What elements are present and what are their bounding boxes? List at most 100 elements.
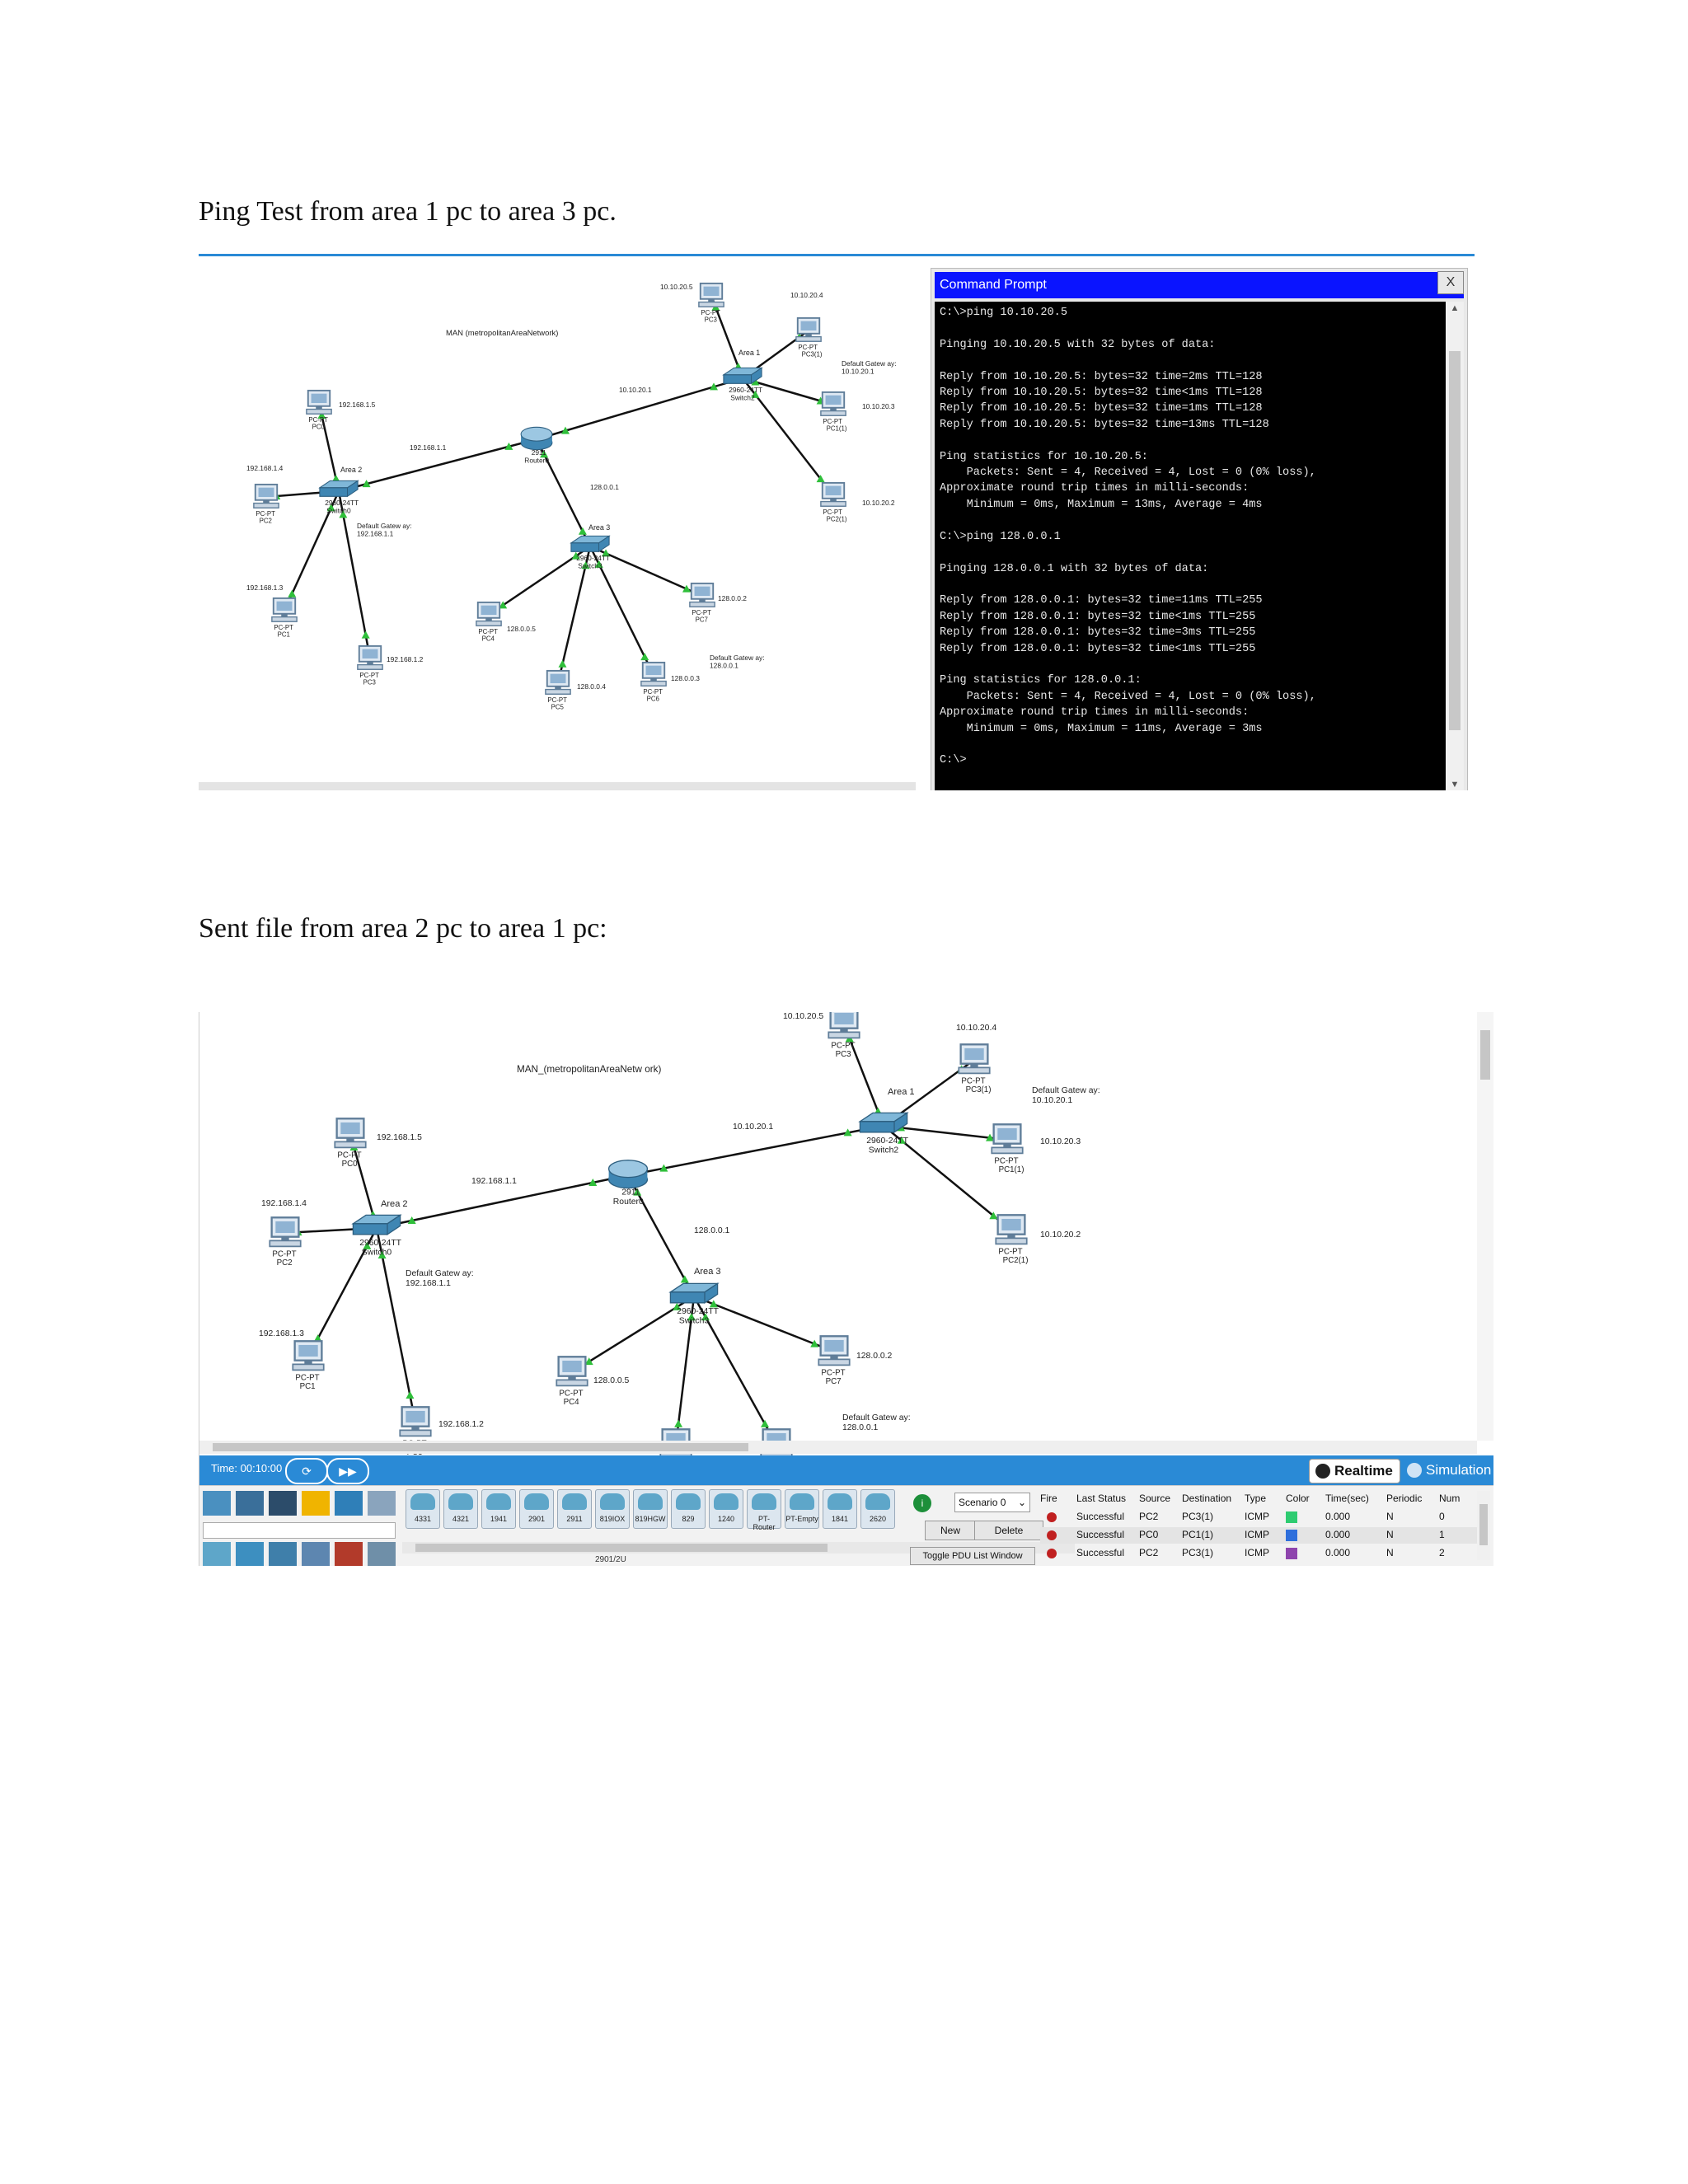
switch-icon[interactable] bbox=[570, 535, 611, 553]
toggle-pdu-list-button[interactable]: Toggle PDU List Window bbox=[910, 1547, 1035, 1565]
pdu-column-header[interactable]: Color bbox=[1286, 1493, 1310, 1504]
info-icon[interactable]: i bbox=[913, 1494, 931, 1512]
device-card[interactable]: 2620 bbox=[860, 1489, 895, 1529]
pc-icon[interactable] bbox=[271, 597, 298, 622]
wireless-icon[interactable] bbox=[302, 1542, 330, 1566]
link-cable bbox=[536, 377, 743, 441]
scrollbar-thumb[interactable] bbox=[415, 1544, 828, 1552]
pc-icon[interactable] bbox=[795, 316, 822, 342]
pc-icon[interactable] bbox=[828, 1012, 860, 1039]
router-icon[interactable] bbox=[203, 1542, 231, 1566]
power-cycle-button[interactable]: ⟳ bbox=[285, 1458, 328, 1484]
pdu-column-header[interactable]: Type bbox=[1245, 1493, 1267, 1504]
misc-icon[interactable] bbox=[335, 1491, 363, 1516]
pc-icon[interactable] bbox=[357, 644, 383, 670]
pc-icon[interactable] bbox=[991, 1123, 1024, 1155]
wan-emulation-icon[interactable] bbox=[368, 1542, 396, 1566]
device-list-scrollbar[interactable] bbox=[402, 1542, 1075, 1554]
router-icon[interactable] bbox=[520, 426, 553, 451]
hub-icon[interactable] bbox=[269, 1542, 297, 1566]
realtime-mode-button[interactable]: Realtime bbox=[1309, 1459, 1400, 1483]
device-search-field[interactable] bbox=[203, 1522, 396, 1539]
fire-icon[interactable] bbox=[1047, 1549, 1057, 1558]
pc-icon[interactable] bbox=[818, 1335, 851, 1366]
simulation-mode-button[interactable]: Simulation bbox=[1401, 1459, 1493, 1482]
end-devices-icon[interactable] bbox=[236, 1491, 264, 1516]
network-devices-icon[interactable] bbox=[203, 1491, 231, 1516]
command-prompt-titlebar[interactable]: Command Prompt bbox=[935, 272, 1464, 298]
chevron-up-icon[interactable]: ▲ bbox=[1450, 303, 1460, 313]
pc-icon[interactable] bbox=[269, 1216, 302, 1248]
pc-icon[interactable] bbox=[640, 661, 667, 687]
fire-icon[interactable] bbox=[1047, 1512, 1057, 1522]
device-card[interactable]: 819IOX bbox=[595, 1489, 630, 1529]
pdu-column-header[interactable]: Source bbox=[1139, 1493, 1171, 1504]
canvas-h-scrollbar[interactable] bbox=[199, 1441, 1477, 1454]
pdu-column-header[interactable]: Periodic bbox=[1386, 1493, 1423, 1504]
connections-icon[interactable] bbox=[302, 1491, 330, 1516]
device-card[interactable]: 2911 bbox=[557, 1489, 592, 1529]
console-scrollbar[interactable]: ▲ ▼ bbox=[1446, 302, 1464, 790]
chevron-down-icon[interactable]: ▼ bbox=[1450, 780, 1460, 790]
switch-icon[interactable] bbox=[858, 1112, 909, 1134]
pc-icon[interactable] bbox=[334, 1118, 367, 1149]
device-card[interactable]: 819HGW bbox=[633, 1489, 668, 1529]
pc-icon[interactable] bbox=[698, 282, 724, 307]
pdu-column-header[interactable]: Destination bbox=[1182, 1493, 1232, 1504]
pdu-table-scrollbar[interactable] bbox=[1477, 1491, 1490, 1560]
scenario-select[interactable]: Scenario 0⌄ bbox=[954, 1493, 1030, 1512]
pc-icon[interactable] bbox=[253, 483, 279, 509]
pdu-column-header[interactable]: Fire bbox=[1040, 1493, 1057, 1504]
switch-icon[interactable] bbox=[668, 1282, 720, 1305]
scrollbar-thumb[interactable] bbox=[1480, 1030, 1490, 1080]
switch-icon[interactable] bbox=[318, 480, 359, 498]
device-card[interactable]: 829 bbox=[671, 1489, 706, 1529]
router-icon[interactable] bbox=[607, 1160, 649, 1189]
pc-icon[interactable] bbox=[306, 389, 332, 415]
device-card[interactable]: 4331 bbox=[406, 1489, 440, 1529]
switch-icon[interactable] bbox=[722, 367, 763, 385]
device-card[interactable]: 4321 bbox=[443, 1489, 478, 1529]
canvas-scrollbar[interactable] bbox=[199, 782, 916, 790]
pc-icon[interactable] bbox=[820, 481, 846, 507]
pc-icon[interactable] bbox=[545, 669, 571, 695]
pc-icon[interactable] bbox=[556, 1356, 588, 1387]
device-card[interactable]: PT-Router bbox=[747, 1489, 781, 1531]
pc-icon[interactable] bbox=[820, 391, 846, 416]
pc-icon[interactable] bbox=[995, 1214, 1028, 1245]
multiuser-icon[interactable] bbox=[368, 1491, 396, 1516]
pc-icon[interactable] bbox=[689, 582, 715, 607]
command-prompt-console[interactable]: C:\>ping 10.10.20.5 Pinging 10.10.20.5 w… bbox=[935, 302, 1464, 790]
close-button[interactable]: X bbox=[1437, 271, 1464, 294]
switch-icon[interactable] bbox=[236, 1542, 264, 1566]
pc-icon[interactable] bbox=[476, 601, 502, 626]
device-card[interactable]: 2901 bbox=[519, 1489, 554, 1529]
canvas-v-scrollbar[interactable] bbox=[1477, 1012, 1493, 1441]
delete-scenario-button[interactable]: Delete bbox=[974, 1521, 1043, 1540]
device-card[interactable]: PT-Empty bbox=[785, 1489, 819, 1529]
pdu-column-header[interactable]: Last Status bbox=[1076, 1493, 1127, 1504]
pc-name-label: PC3 bbox=[705, 316, 718, 324]
pc-icon[interactable] bbox=[958, 1043, 991, 1075]
scrollbar-thumb[interactable] bbox=[1449, 351, 1461, 730]
pdu-column-header[interactable]: Time(sec) bbox=[1325, 1493, 1369, 1504]
security-icon[interactable] bbox=[335, 1542, 363, 1566]
device-card[interactable]: 1941 bbox=[481, 1489, 516, 1529]
fast-forward-button[interactable]: ▶▶ bbox=[326, 1458, 369, 1484]
device-card[interactable]: 1240 bbox=[709, 1489, 743, 1529]
pc-icon[interactable] bbox=[292, 1340, 325, 1371]
fire-icon[interactable] bbox=[1047, 1530, 1057, 1540]
switch-icon[interactable] bbox=[351, 1214, 402, 1236]
pc-icon[interactable] bbox=[399, 1406, 432, 1437]
device-card[interactable]: 1841 bbox=[823, 1489, 857, 1529]
scrollbar-thumb[interactable] bbox=[213, 1443, 748, 1451]
command-prompt-window[interactable]: Command Prompt X C:\>ping 10.10.20.5 Pin… bbox=[931, 268, 1468, 790]
pdu-cell: PC2 bbox=[1139, 1511, 1159, 1522]
components-icon[interactable] bbox=[269, 1491, 297, 1516]
scrollbar-thumb[interactable] bbox=[1479, 1504, 1488, 1545]
pdu-column-header[interactable]: Num bbox=[1439, 1493, 1461, 1504]
new-scenario-button[interactable]: New bbox=[925, 1521, 976, 1540]
